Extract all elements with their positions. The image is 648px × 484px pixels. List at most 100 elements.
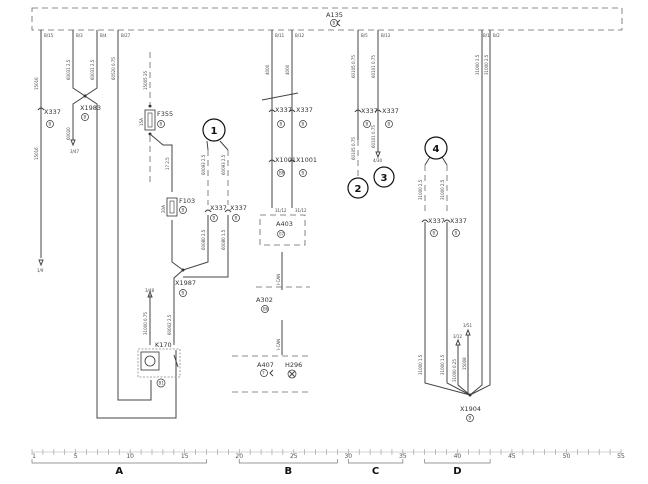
section-label-a: A [115,466,123,477]
svg-text:X337: X337 [275,106,292,114]
relay-k170 [137,348,181,378]
section-bracket-d [424,459,491,464]
svg-text:B: B [280,122,283,127]
svg-text:4000: 4000 [265,64,270,75]
svg-text:31000 1.5: 31000 1.5 [440,354,445,375]
svg-text:B/4: B/4 [100,33,107,38]
fuse-f355 [144,109,156,131]
section-label-d: D [453,466,461,477]
svg-text:X337: X337 [296,106,313,114]
svg-text:A302: A302 [256,296,273,304]
section-b-wiring: X337 X337 B B X1001 X1001 BR B 4000 4000… [232,30,317,393]
svg-text:F355: F355 [157,110,173,118]
svg-text:BR: BR [279,171,285,176]
svg-text:B: B [366,122,369,127]
callouts: 1 2 3 4 [202,118,448,199]
svg-text:07: 07 [279,232,285,237]
svg-text:B1: B1 [159,381,165,386]
svg-text:31000 2.5: 31000 2.5 [475,54,480,75]
svg-text:31000 2.5: 31000 2.5 [440,179,445,200]
ruler-label: 10 [126,453,134,460]
svg-text:A403: A403 [276,220,293,228]
svg-text:A407: A407 [257,361,274,369]
svg-text:31000 0.75: 31000 0.75 [143,312,148,335]
svg-text:K170: K170 [155,341,172,349]
svg-text:15A: 15A [139,118,144,126]
svg-text:B/15: B/15 [44,33,54,38]
section-bracket-a [31,459,207,464]
ruler-label: 1 [32,453,36,460]
svg-text:B: B [84,115,87,120]
callout-2 [347,177,369,199]
callout-1 [202,118,226,142]
svg-text:F: F [263,371,266,376]
svg-text:15016: 15016 [34,147,39,160]
ruler-label: 35 [399,453,407,460]
svg-text:I-CAN: I-CAN [276,274,281,285]
section-label-b: B [285,466,293,477]
svg-text:B: B [455,231,458,236]
svg-text:31000 1.5: 31000 1.5 [418,354,423,375]
lamp-icon [287,369,297,379]
svg-text:4000: 4000 [285,64,290,75]
ruler-label: 5 [74,453,78,460]
svg-text:1: 1 [211,126,218,137]
svg-text:60101 0.75: 60101 0.75 [371,125,376,148]
svg-text:B6: B6 [263,307,269,312]
x1983-label: X1983 [80,104,101,112]
ruler-label: 25 [290,453,298,460]
fuse-f103 [166,197,178,217]
svg-text:3: 3 [381,173,388,184]
svg-text:31000 0.25: 31000 0.25 [452,359,457,382]
svg-text:60080 2.5: 60080 2.5 [201,229,206,250]
svg-text:60101 0.75: 60101 0.75 [371,55,376,78]
pins: B/15 B/3 B/4 B/27 B/11 B/12 B/5 B/13 B/1… [44,33,500,213]
svg-text:B: B [235,216,238,221]
svg-text:3/48: 3/48 [145,288,154,293]
svg-text:X337: X337 [450,217,467,225]
section-label-c: C [372,466,379,477]
svg-text:B: B [333,21,336,26]
section-bracket-b [238,459,338,464]
svg-text:B/11: B/11 [275,33,285,38]
reference-4-30: 4/30 [373,158,382,163]
svg-text:B: B [469,416,472,421]
svg-text:B/2: B/2 [493,33,500,38]
svg-text:3/47: 3/47 [70,149,79,154]
svg-text:B/1: B/1 [483,33,490,38]
svg-text:B/13: B/13 [381,33,391,38]
ruler-label: 20 [235,453,243,460]
svg-text:60080 1.5: 60080 1.5 [221,229,226,250]
svg-text:B/3: B/3 [76,33,83,38]
svg-text:X337: X337 [428,217,445,225]
svg-text:60031 2.5: 60031 2.5 [90,59,95,80]
svg-text:15008: 15008 [462,357,467,370]
svg-text:60031 2.5: 60031 2.5 [66,59,71,80]
svg-text:B/27: B/27 [121,33,131,38]
callout-3 [373,166,395,188]
ruler-label: 50 [563,453,571,460]
svg-text:B: B [213,216,216,221]
section-d-wiring: 3/12 3/51 X337 X337 B B X1904 B 31000 2.… [418,30,491,422]
svg-text:3/51: 3/51 [463,323,472,328]
svg-text:60105 0.75: 60105 0.75 [351,137,356,160]
svg-text:3/12: 3/12 [453,334,462,339]
svg-text:15016: 15016 [34,77,39,90]
svg-text:X1001: X1001 [296,156,317,164]
module-a403 [259,214,306,246]
svg-text:31/12: 31/12 [295,208,307,213]
svg-text:X337: X337 [44,108,61,116]
ruler-label: 40 [454,453,462,460]
svg-text:X1904: X1904 [460,405,481,413]
callout-4 [424,136,448,160]
svg-text:B: B [182,208,185,213]
svg-text:B: B [302,122,305,127]
svg-text:H296: H296 [285,361,302,369]
svg-text:31000 2.5: 31000 2.5 [484,54,489,75]
svg-text:X337: X337 [230,204,247,212]
ruler-label: 55 [617,453,625,460]
a135-box-outline [31,7,623,31]
svg-text:60002 2.5: 60002 2.5 [167,314,172,335]
